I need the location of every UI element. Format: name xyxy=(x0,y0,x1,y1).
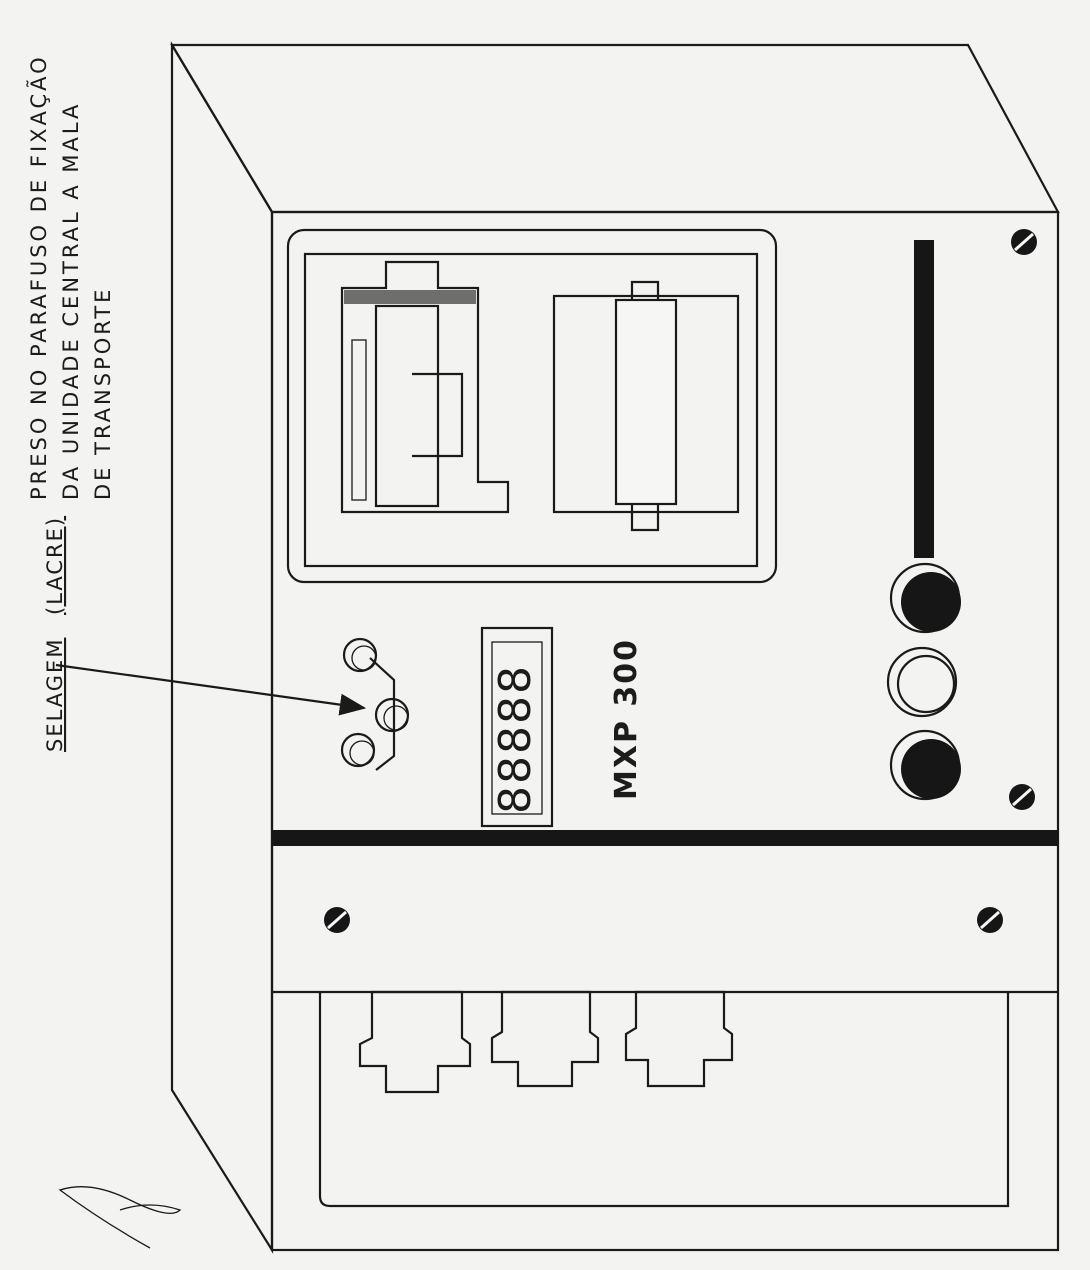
window-inner-frame xyxy=(303,252,759,568)
paper-roll-icon xyxy=(374,304,440,508)
paper-roll-icon xyxy=(614,298,678,506)
divider-bar xyxy=(272,830,1058,846)
roll-housing xyxy=(340,260,510,514)
cabinet-front-face xyxy=(270,210,1060,1252)
counter-display: 88888 xyxy=(480,626,554,828)
connector-3 xyxy=(624,990,734,1088)
fixation-note: PRESO NO PARAFUSO DE FIXAÇÃO DA UNIDADE … xyxy=(25,54,115,500)
screw-icon xyxy=(1011,229,1037,255)
display-digits: 88888 xyxy=(490,664,541,814)
seal-ring-icon xyxy=(340,732,376,768)
seal-label-paren: (LACRE) xyxy=(43,516,67,615)
model-label: MXP 300 xyxy=(609,638,644,800)
display-window xyxy=(491,641,543,815)
display-bezel xyxy=(480,626,554,828)
paper-window xyxy=(286,228,778,584)
signature xyxy=(58,1186,182,1249)
control-knobs xyxy=(886,562,961,801)
seal-label: SELAGEM xyxy=(43,638,67,752)
seal-rings xyxy=(340,637,410,771)
cabinet-top-face xyxy=(170,43,1060,214)
knob-icon[interactable] xyxy=(889,562,961,634)
lower-panel xyxy=(272,990,1058,1208)
connector-bay xyxy=(318,992,1010,1208)
cabinet xyxy=(170,41,1060,1254)
paper-roll-left xyxy=(340,260,510,514)
connector-2 xyxy=(490,990,600,1088)
window-outer-frame xyxy=(286,228,778,584)
fixation-note-line-3: DE TRANSPORTE xyxy=(91,287,115,500)
knob-icon[interactable] xyxy=(889,729,961,801)
chart-paper xyxy=(552,294,740,514)
screw-icon xyxy=(977,907,1003,933)
connector-1 xyxy=(358,990,472,1094)
roll-bracket xyxy=(412,372,464,458)
fixation-note-line-1: PRESO NO PARAFUSO DE FIXAÇÃO xyxy=(25,54,51,500)
seal-callout: SELAGEM (LACRE) xyxy=(43,516,367,752)
paper-slot xyxy=(351,339,367,501)
seal-ring-icon xyxy=(342,637,378,673)
screw-icon xyxy=(324,907,350,933)
cabinet-side-face xyxy=(170,41,274,1254)
feed-slot xyxy=(914,240,934,558)
knob-icon[interactable] xyxy=(886,646,958,718)
seal-ring-icon xyxy=(374,697,410,733)
screw-icon xyxy=(1009,784,1035,810)
front-screws xyxy=(324,229,1037,933)
fixation-note-line-2: DA UNIDADE CENTRAL A MALA xyxy=(59,102,83,500)
arrow-icon xyxy=(55,663,367,716)
paper-roll-right xyxy=(552,280,740,532)
